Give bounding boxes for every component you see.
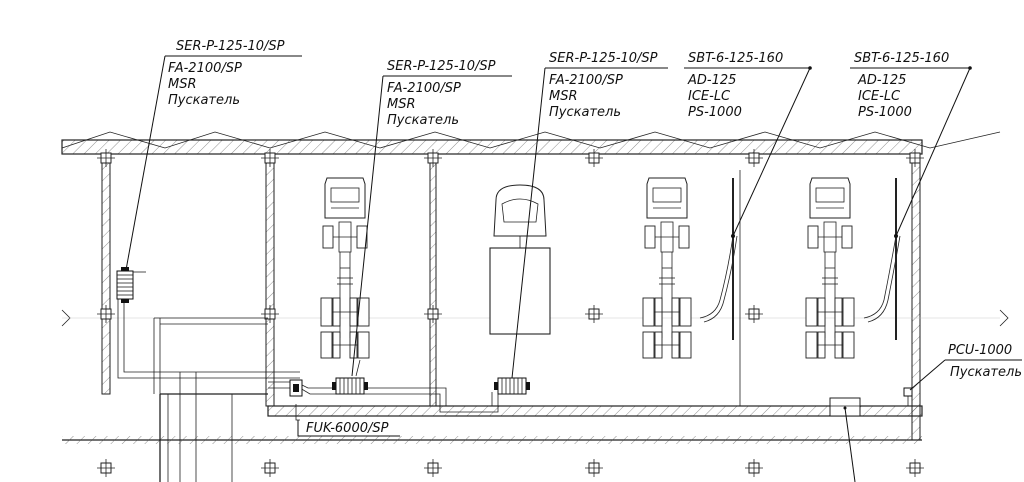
reel-1-line3: Пускатель (168, 93, 240, 108)
hose-2-line3: PS-1000 (858, 105, 912, 120)
control-unit-icon (903, 387, 913, 397)
truck-bay-4 (642, 177, 692, 359)
reel-2-model: SER-P-125-10/SP (387, 59, 496, 74)
fan-unit-icon (289, 379, 303, 397)
reel-2-line2: MSR (387, 97, 416, 112)
reel-3-line2: MSR (549, 89, 578, 104)
hose-2-model: SBT-6-125-160 (854, 51, 949, 66)
hose-1-model: SBT-6-125-160 (688, 51, 783, 66)
hose-reel-2-icon (331, 359, 369, 395)
hose-1-line2: ICE-LC (688, 89, 731, 104)
label-reel-2: SER-P-125-10/SP FA-2100/SP MSR Пускатель (387, 59, 496, 128)
leader-lines (125, 55, 1022, 437)
label-pcu: PCU-1000 Пускатель (948, 343, 1022, 380)
reel-1-line1: FA-2100/SP (168, 61, 242, 76)
hose-2-line1: AD-125 (857, 73, 906, 88)
reel-1-model: SER-P-125-10/SP (176, 39, 285, 54)
hose-reel-1-icon (116, 266, 146, 304)
reel-3-line3: Пускатель (549, 105, 621, 120)
reel-2-line3: Пускатель (387, 113, 459, 128)
fan-model: FUK-6000/SP (306, 421, 389, 436)
pcu-line1: Пускатель (950, 365, 1022, 380)
label-reel-3: SER-P-125-10/SP FA-2100/SP MSR Пускатель (549, 51, 658, 120)
hose-1-line3: PS-1000 (688, 105, 742, 120)
truck-bay-2 (320, 177, 370, 359)
car-bay-3 (489, 184, 551, 335)
label-hose-1: SBT-6-125-160 AD-125 ICE-LC PS-1000 (687, 51, 783, 120)
hose-2-line2: ICE-LC (858, 89, 901, 104)
reel-1-line2: MSR (168, 77, 197, 92)
label-reel-1: SER-P-125-10/SP FA-2100/SP MSR Пускатель (168, 39, 285, 108)
hose-reel-3-icon (493, 377, 531, 395)
label-fan: FUK-6000/SP (306, 421, 389, 436)
hose-1-line1: AD-125 (687, 73, 736, 88)
reel-3-model: SER-P-125-10/SP (549, 51, 658, 66)
exhaust-piping (117, 178, 909, 421)
label-hose-2: SBT-6-125-160 AD-125 ICE-LC PS-1000 (854, 51, 949, 120)
reel-3-line1: FA-2100/SP (549, 73, 623, 88)
truck-bay-5 (805, 177, 855, 359)
reel-2-line1: FA-2100/SP (387, 81, 461, 96)
pcu-model: PCU-1000 (948, 343, 1012, 358)
